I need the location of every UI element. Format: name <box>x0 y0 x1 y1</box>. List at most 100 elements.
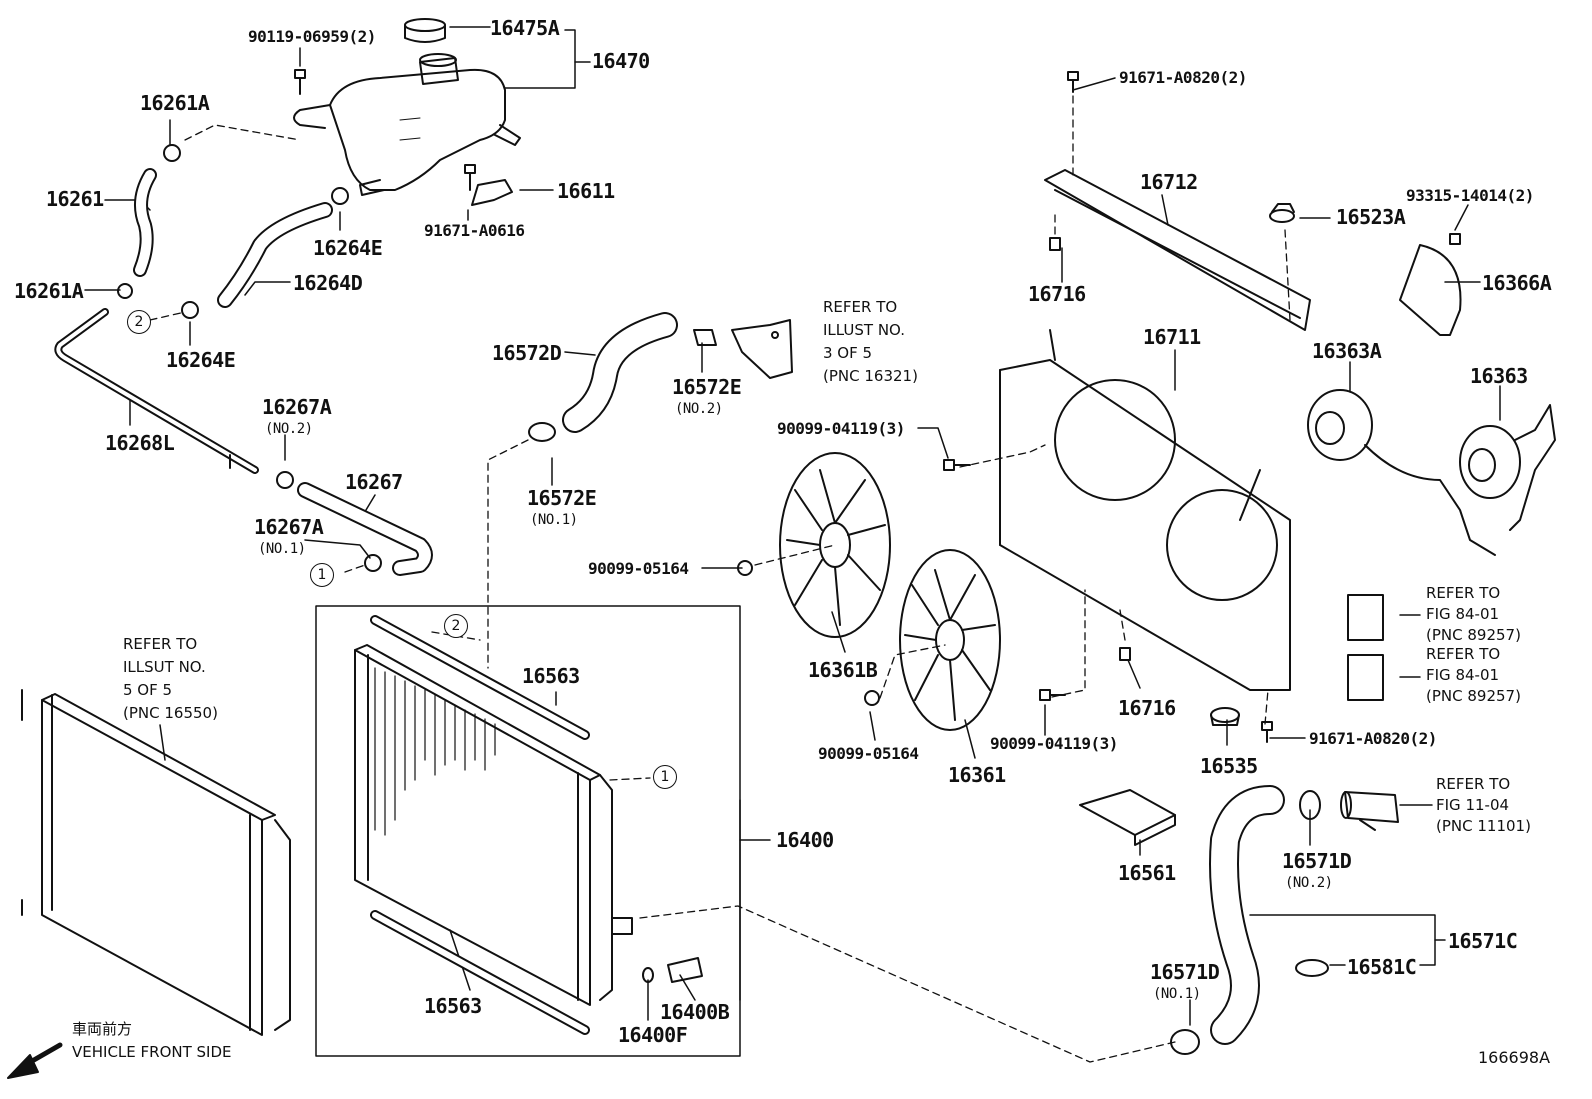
label-16400B: 16400B <box>660 1000 730 1024</box>
note-line: FIG 84-01 <box>1426 605 1500 623</box>
label-16366A: 16366A <box>1482 271 1552 295</box>
label-16571D-no1-sub: (NO.1) <box>1153 986 1201 1002</box>
illustration-id: 166698A <box>1478 1048 1551 1067</box>
plug-16535 <box>1210 707 1240 726</box>
nut-90099-05164 <box>737 560 880 706</box>
label-16571D-no1: 16571D <box>1150 960 1220 984</box>
label-16361B: 16361B <box>808 658 878 682</box>
label-16264D: 16264D <box>293 271 363 295</box>
dashed-connections <box>149 95 1291 1063</box>
front-direction-label-jp: 車両前方 <box>72 1020 133 1038</box>
label-16264E-top: 16264E <box>313 236 383 260</box>
hose-16261 <box>133 168 157 277</box>
label-16363A: 16363A <box>1312 339 1382 363</box>
label-16563-top: 16563 <box>522 664 580 688</box>
front-direction-arrow <box>7 1042 63 1079</box>
label-16571D-no2-sub: (NO.2) <box>1285 875 1333 891</box>
bolt-90099-04119 <box>943 459 1066 701</box>
label-16571D-no2: 16571D <box>1282 849 1352 873</box>
label-90099-04119-top: 90099-04119(3) <box>777 419 905 438</box>
label-16267A-no2: 16267A <box>262 395 332 419</box>
note-line: (PNC 16321) <box>823 367 918 385</box>
label-16523A: 16523A <box>1336 205 1406 229</box>
pad-16561 <box>1079 789 1176 846</box>
label-16267A-no1-sub: (NO.1) <box>258 541 306 557</box>
label-16572D: 16572D <box>492 341 562 365</box>
clamp-16264E <box>181 187 349 319</box>
note-thermostat-reference: REFER TO ILLUST NO. 3 OF 5 (PNC 16321) <box>823 296 918 388</box>
reservoir-tank <box>293 53 521 196</box>
note-line: REFER TO <box>823 298 898 316</box>
note-line: ILLSUT NO. <box>123 658 206 676</box>
hose-16267 <box>297 482 433 576</box>
note-line: 3 OF 5 <box>823 344 873 362</box>
label-93315-14014: 93315-14014(2) <box>1406 186 1534 205</box>
label-91671-A0820-top: 91671-A0820(2) <box>1119 68 1247 87</box>
bracket-16611 <box>464 164 513 206</box>
label-16470: 16470 <box>592 49 650 73</box>
seal-16563 <box>370 615 590 1035</box>
marker-circle-2-radiator: 2 <box>444 614 468 638</box>
water-pipe-fitting <box>1340 791 1399 831</box>
label-16267: 16267 <box>345 470 403 494</box>
note-line: (PNC 16550) <box>123 704 218 722</box>
marker-circle-2-left: 2 <box>127 310 151 334</box>
label-16267A-no1: 16267A <box>254 515 324 539</box>
note-line: REFER TO <box>1426 645 1501 663</box>
note-line: (PNC 89257) <box>1426 687 1521 705</box>
label-16611: 16611 <box>557 179 615 203</box>
hose-16571C <box>1209 785 1285 1045</box>
bracket-16366A <box>1399 233 1462 336</box>
bolt-91671 <box>1067 71 1273 743</box>
label-16561: 16561 <box>1118 861 1176 885</box>
note-line: (PNC 89257) <box>1426 626 1521 644</box>
drain-cock-16400B <box>642 957 703 983</box>
grommet-16716 <box>1049 237 1131 661</box>
front-direction-label-en: VEHICLE FRONT SIDE <box>72 1043 232 1061</box>
motor-16363 <box>1459 404 1556 531</box>
support-16712 <box>1044 169 1311 331</box>
label-16400F: 16400F <box>618 1023 688 1047</box>
fan-shroud-16711 <box>999 329 1291 691</box>
label-16716-bottom: 16716 <box>1118 696 1176 720</box>
label-16571C: 16571C <box>1448 929 1518 953</box>
note-line: REFER TO <box>123 635 198 653</box>
hose-16572D <box>562 312 678 433</box>
label-16535: 16535 <box>1200 754 1258 778</box>
note-line: FIG 84-01 <box>1426 666 1500 684</box>
label-16261A-top: 16261A <box>140 91 210 115</box>
label-16572E-no2-sub: (NO.2) <box>675 401 723 417</box>
label-90119-06959: 90119-06959(2) <box>248 27 376 46</box>
radiator-16400 <box>354 644 633 1006</box>
label-91671-A0820-bottom: 91671-A0820(2) <box>1309 729 1437 748</box>
label-16581C: 16581C <box>1347 955 1417 979</box>
fan-16361B <box>779 452 891 638</box>
condenser <box>21 689 291 1036</box>
note-fig11-reference: REFER TO FIG 11-04 (PNC 11101) <box>1436 774 1531 837</box>
label-16267A-no2-sub: (NO.2) <box>265 421 313 437</box>
clamp-16571D <box>1170 790 1321 1055</box>
clamp-16267A <box>276 471 382 572</box>
note-condenser-reference: REFER TO ILLSUT NO. 5 OF 5 (PNC 16550) <box>123 633 218 725</box>
radiator-assembly-box <box>315 605 741 1057</box>
label-16475A: 16475A <box>490 16 560 40</box>
resistor-connectors <box>1347 594 1384 701</box>
label-16711: 16711 <box>1143 325 1201 349</box>
clamp-16581C <box>1295 959 1329 977</box>
clamp-16261A <box>117 144 181 299</box>
label-16261A-bottom: 16261A <box>14 279 84 303</box>
label-90099-05164-left: 90099-05164 <box>588 559 689 578</box>
clamp-16572E <box>528 329 717 442</box>
label-16572E-no1: 16572E <box>527 486 597 510</box>
marker-circle-1-left: 1 <box>310 563 334 587</box>
note-line: ILLUST NO. <box>823 321 906 339</box>
note-line: FIG 11-04 <box>1436 796 1510 814</box>
label-16572E-no1-sub: (NO.1) <box>530 512 578 528</box>
note-line: 5 OF 5 <box>123 681 173 699</box>
label-16572E-no2: 16572E <box>672 375 742 399</box>
note-line: REFER TO <box>1436 775 1511 793</box>
label-16712: 16712 <box>1140 170 1198 194</box>
label-90099-05164-bottom: 90099-05164 <box>818 744 919 763</box>
label-16563-bottom: 16563 <box>424 994 482 1018</box>
